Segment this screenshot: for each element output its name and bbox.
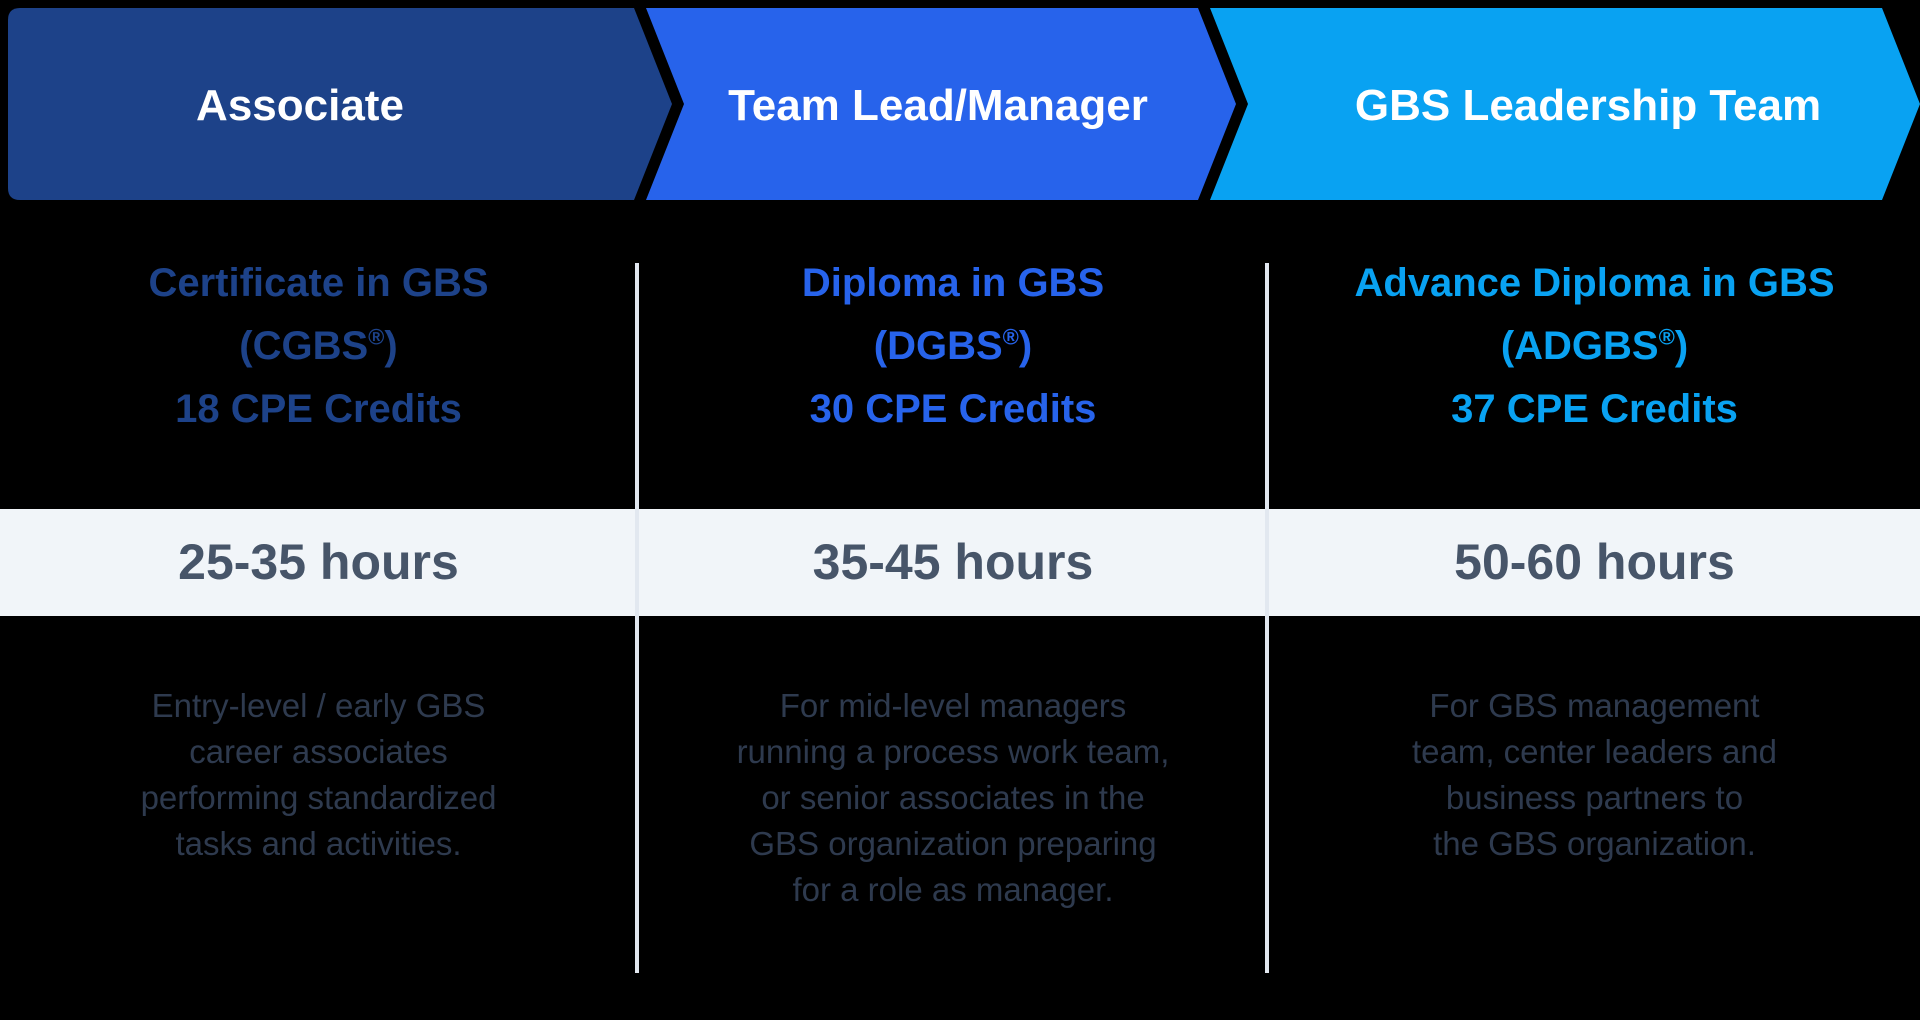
registered-trademark-symbol: ® — [1658, 324, 1675, 350]
cpe-credits: 18 CPE Credits — [175, 387, 462, 431]
chevron-associate — [8, 8, 672, 200]
stage-description-leadership: For GBS management team, center leaders … — [1411, 687, 1778, 862]
chevron-label-associate: Associate — [196, 81, 404, 130]
credential-name: Advance Diploma in GBS — [1354, 261, 1835, 305]
hours-value-team-lead: 35-45 hours — [812, 534, 1094, 590]
cpe-credits: 30 CPE Credits — [809, 387, 1097, 431]
credential-abbr: (DGBS®) — [639, 315, 1267, 378]
credential-abbr: (ADGBS®) — [1269, 315, 1920, 378]
credential-title-team-lead: Diploma in GBS (DGBS®) 30 CPE Credits — [639, 252, 1267, 441]
hours-row: 25-35 hours 35-45 hours 50-60 hours — [0, 509, 1920, 616]
credential-name: Diploma in GBS — [801, 261, 1105, 305]
credential-abbr-prefix: (CGBS — [239, 324, 369, 368]
credential-abbr-prefix: (DGBS — [873, 324, 1003, 368]
stage-description-team-lead: For mid-level managers running a process… — [736, 687, 1170, 908]
credential-abbr-suffix: ) — [1674, 324, 1689, 368]
credential-abbr: (CGBS®) — [0, 315, 637, 378]
registered-trademark-symbol: ® — [368, 324, 385, 350]
chevron-team-lead-manager — [646, 8, 1236, 200]
registered-trademark-symbol: ® — [1002, 324, 1019, 350]
chevron-label-team-lead-manager: Team Lead/Manager — [728, 81, 1148, 130]
credential-abbr-suffix: ) — [1018, 324, 1033, 368]
column-divider — [1265, 263, 1269, 973]
chevron-label-gbs-leadership-team: GBS Leadership Team — [1355, 81, 1821, 130]
hours-value-associate: 25-35 hours — [178, 534, 459, 590]
credential-title-leadership: Advance Diploma in GBS (ADGBS®) 37 CPE C… — [1269, 252, 1920, 441]
cpe-credits: 37 CPE Credits — [1451, 387, 1738, 431]
credential-name: Certificate in GBS — [148, 261, 489, 305]
credential-abbr-prefix: (ADGBS — [1500, 324, 1659, 368]
column-divider — [635, 263, 639, 973]
career-level-chevron-band: Associate Team Lead/Manager GBS Leadersh… — [8, 8, 1920, 200]
hours-value-leadership: 50-60 hours — [1454, 534, 1735, 590]
stage-description-associate: Entry-level / early GBS career associate… — [140, 687, 497, 862]
credential-title-associate: Certificate in GBS (CGBS®) 18 CPE Credit… — [0, 252, 637, 441]
chevron-gbs-leadership-team — [1210, 8, 1920, 200]
credential-abbr-suffix: ) — [384, 324, 398, 368]
